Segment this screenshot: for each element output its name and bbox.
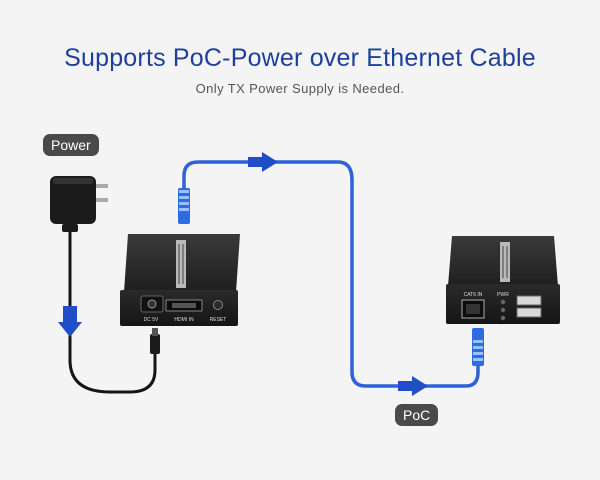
rx-pwr-label: PWR bbox=[497, 292, 509, 298]
power-adapter-icon bbox=[50, 176, 108, 232]
ethernet-flow-arrow-icon bbox=[398, 376, 428, 396]
rx-cat-label: CAT6 IN bbox=[464, 292, 483, 298]
page-title: Supports PoC-Power over Ethernet Cable bbox=[64, 44, 536, 72]
rj45-plug-tx-icon bbox=[178, 188, 190, 224]
ethernet-cable bbox=[182, 160, 480, 388]
page-subtitle: Only TX Power Supply is Needed. bbox=[195, 81, 405, 96]
power-flow-arrow-icon bbox=[58, 306, 82, 337]
ethernet-flow-arrow-icon bbox=[248, 152, 278, 172]
tx-reset-label: RESET bbox=[210, 317, 227, 323]
power-cable bbox=[68, 222, 157, 394]
rj45-plug-rx-icon bbox=[472, 328, 484, 366]
dc-plug-icon bbox=[150, 328, 160, 354]
tx-dc-label: DC 5V bbox=[144, 317, 159, 323]
poc-label: PoC bbox=[395, 404, 439, 426]
power-label: Power bbox=[43, 134, 99, 156]
rx-device bbox=[446, 236, 560, 324]
tx-hdmi-label: HDMI IN bbox=[174, 317, 194, 323]
tx-device bbox=[120, 234, 240, 326]
